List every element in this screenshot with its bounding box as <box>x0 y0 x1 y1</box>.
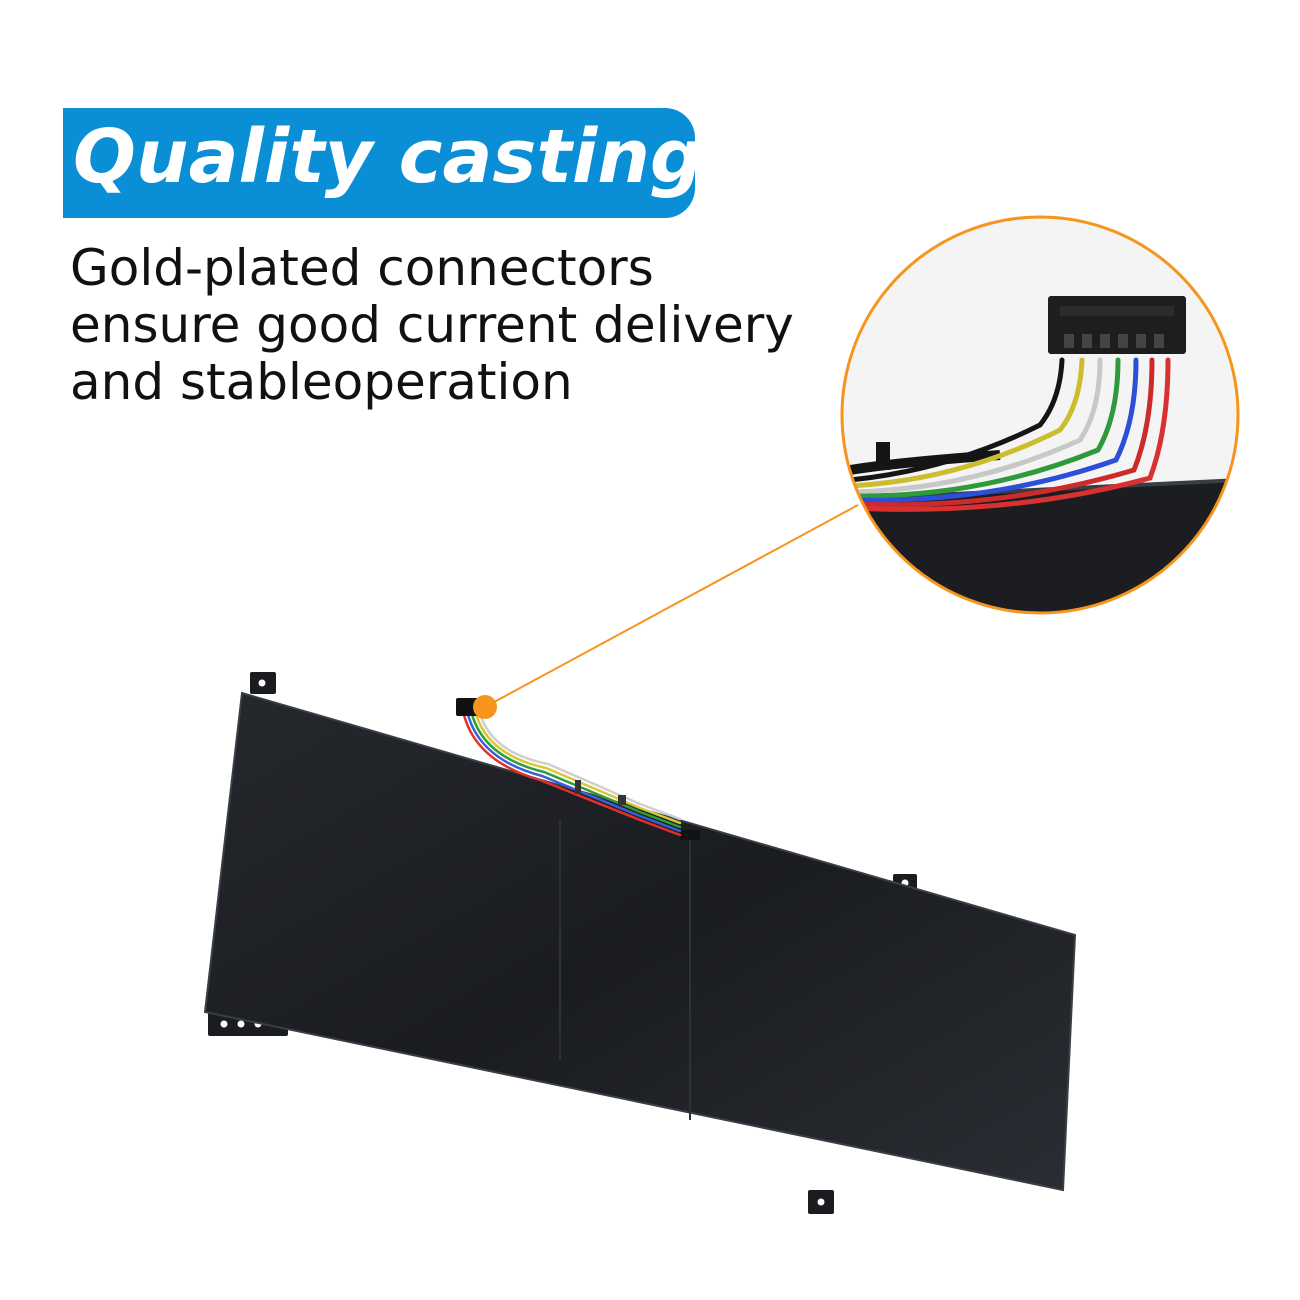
title-banner: Quality casting <box>63 108 703 218</box>
banner-title: Quality casting <box>73 114 703 200</box>
orange-dot-icon <box>473 695 497 719</box>
battery-body <box>203 691 1077 1192</box>
description-line-2: ensure good current delivery <box>70 296 794 354</box>
zoom-detail-circle <box>840 215 1240 615</box>
description-text: Gold-plated connectors ensure good curre… <box>70 240 830 411</box>
callout-line <box>484 504 859 708</box>
description-line-1: Gold-plated connectors <box>70 239 654 297</box>
description-line-3: and stableoperation <box>70 353 573 411</box>
